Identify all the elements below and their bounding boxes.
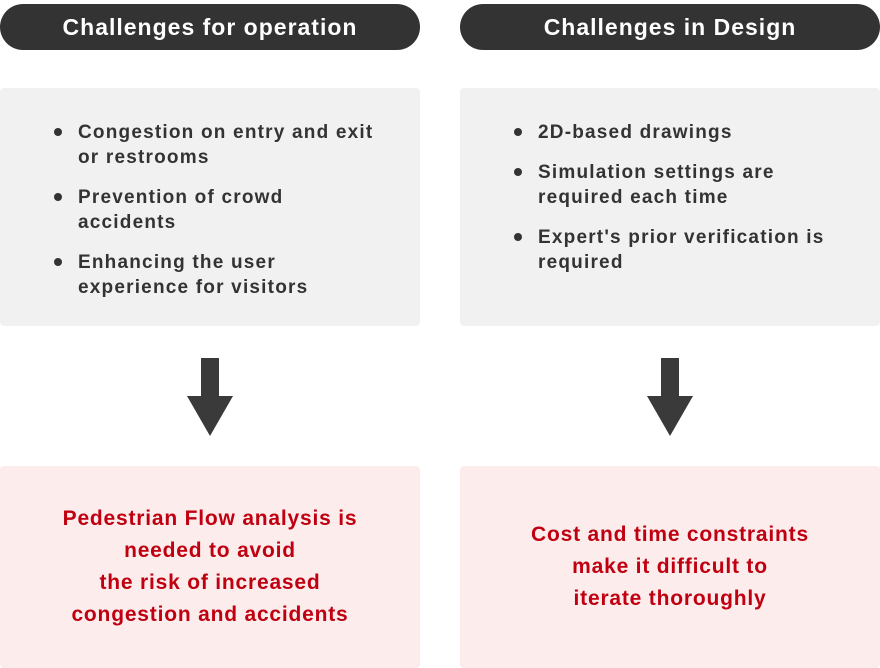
design-bullet-list: 2D-based drawings Simulation settings ar… xyxy=(514,120,852,275)
result-line: Cost and time constraints xyxy=(531,523,809,546)
bullet-text: Prevention of crowd accidents xyxy=(78,187,284,233)
operation-challenges-panel: Congestion on entry and exit or restroom… xyxy=(0,88,420,326)
design-header-label: Challenges in Design xyxy=(543,13,797,40)
operation-header: Challenges for operation xyxy=(0,4,420,50)
bullet-text: Enhancing the user experience for visito… xyxy=(78,252,309,298)
list-item: Simulation settings are required each ti… xyxy=(514,160,852,210)
result-line: iterate thoroughly xyxy=(573,587,767,610)
bullet-text: Expert's prior verification is required xyxy=(538,227,825,273)
result-line: congestion and accidents xyxy=(71,603,349,626)
design-header: Challenges in Design xyxy=(460,4,880,50)
design-result-text: Cost and time constraints make it diffic… xyxy=(531,519,809,615)
design-column: Challenges in Design 2D-based drawings S… xyxy=(460,0,880,668)
list-item: Prevention of crowd accidents xyxy=(54,185,392,235)
bullet-dot-icon xyxy=(54,258,62,266)
result-line: Pedestrian Flow analysis is xyxy=(62,507,358,530)
operation-header-label: Challenges for operation xyxy=(62,13,358,40)
bullet-text: Simulation settings are required each ti… xyxy=(538,162,775,208)
down-arrow-icon xyxy=(460,358,880,436)
result-line: needed to avoid xyxy=(124,539,296,562)
down-arrow-icon xyxy=(0,358,420,436)
bullet-dot-icon xyxy=(54,128,62,136)
list-item: Enhancing the user experience for visito… xyxy=(54,250,392,300)
bullet-dot-icon xyxy=(54,193,62,201)
design-challenges-panel: 2D-based drawings Simulation settings ar… xyxy=(460,88,880,326)
bullet-dot-icon xyxy=(514,168,522,176)
bullet-text: 2D-based drawings xyxy=(538,122,733,143)
operation-bullet-list: Congestion on entry and exit or restroom… xyxy=(54,120,392,300)
list-item: Congestion on entry and exit or restroom… xyxy=(54,120,392,170)
list-item: Expert's prior verification is required xyxy=(514,225,852,275)
operation-column: Challenges for operation Congestion on e… xyxy=(0,0,420,668)
operation-result-box: Pedestrian Flow analysis is needed to av… xyxy=(0,466,420,668)
bullet-dot-icon xyxy=(514,128,522,136)
bullet-dot-icon xyxy=(514,233,522,241)
result-line: make it difficult to xyxy=(572,555,768,578)
result-line: the risk of increased xyxy=(99,571,321,594)
bullet-text: Congestion on entry and exit or restroom… xyxy=(78,122,374,168)
design-result-box: Cost and time constraints make it diffic… xyxy=(460,466,880,668)
operation-result-text: Pedestrian Flow analysis is needed to av… xyxy=(63,503,358,631)
list-item: 2D-based drawings xyxy=(514,120,852,145)
